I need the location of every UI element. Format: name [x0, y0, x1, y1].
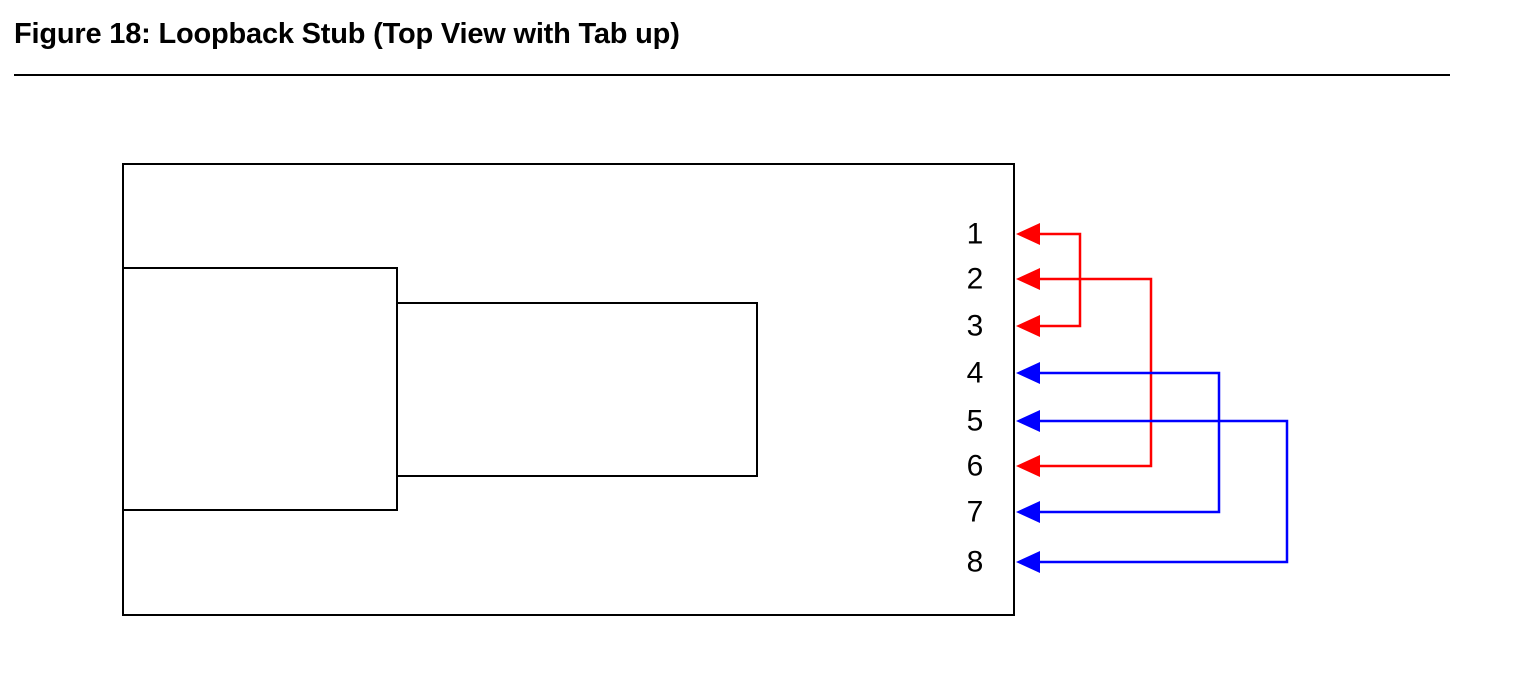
- arrowhead-pin-2: [1016, 268, 1040, 290]
- pin-label-3: 3: [967, 310, 984, 343]
- arrowhead-pin-6: [1016, 455, 1040, 477]
- arrowhead-pin-4: [1016, 362, 1040, 384]
- arrowhead-pin-3: [1016, 315, 1040, 337]
- pin-label-4: 4: [967, 357, 984, 390]
- loopback-wires: [1038, 232, 1289, 564]
- loopback-wire-5-8: [1038, 419, 1289, 564]
- title-rule: [14, 74, 1450, 76]
- pin-label-1: 1: [967, 218, 984, 251]
- arrowhead-pin-5: [1016, 410, 1040, 432]
- pin-label-2: 2: [967, 263, 984, 296]
- pin-labels: 1 2 3 4 5 6 7 8: [967, 218, 984, 579]
- pin-label-8: 8: [967, 546, 984, 579]
- pin-arrowheads: [1016, 223, 1040, 573]
- arrowhead-pin-7: [1016, 501, 1040, 523]
- arrowhead-pin-8: [1016, 551, 1040, 573]
- pin-label-5: 5: [967, 405, 984, 438]
- pin-label-6: 6: [967, 450, 984, 483]
- connector-body: [122, 163, 1015, 616]
- connector-tab-extension: [396, 302, 758, 477]
- connector-tab-base: [122, 267, 398, 511]
- pin-label-7: 7: [967, 496, 984, 529]
- loopback-wire-4-7: [1038, 371, 1221, 514]
- figure-title: Figure 18: Loopback Stub (Top View with …: [14, 18, 680, 50]
- arrowhead-pin-1: [1016, 223, 1040, 245]
